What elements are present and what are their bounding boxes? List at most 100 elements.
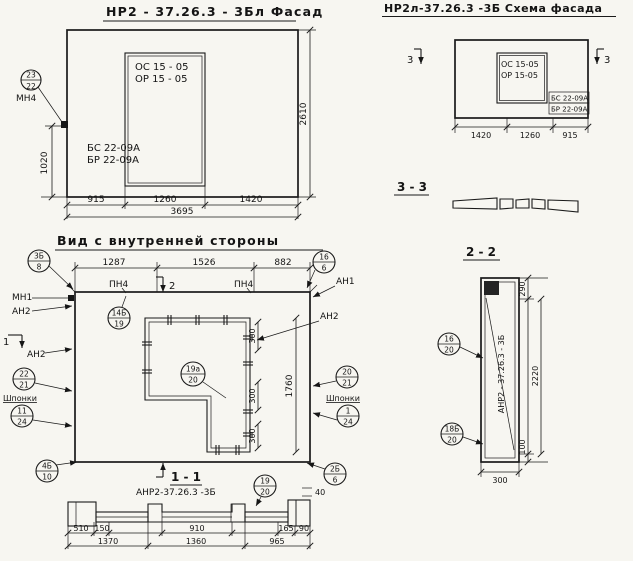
anchor-mark <box>68 295 74 301</box>
svg-text:22: 22 <box>19 370 29 379</box>
dim-90: 90 <box>299 524 309 533</box>
svg-text:21: 21 <box>19 381 29 390</box>
label-pn4-right: ПН4 <box>234 280 254 290</box>
dim-2220: 2220 <box>531 366 540 386</box>
svg-text:300: 300 <box>248 428 257 443</box>
inner-view-drawing: Вид с внутренней стороны 1287 1526 882 П… <box>3 233 360 486</box>
section-3-3-title: 3 - 3 <box>397 180 427 194</box>
svg-text:300: 300 <box>248 328 257 343</box>
balloon-16-6: 16 6 <box>306 250 336 289</box>
facade-title: НР2 - 37.26.3 - 3Бл Фасад <box>106 4 324 19</box>
svg-text:22: 22 <box>26 82 36 91</box>
cut-mark-2-bottom <box>156 463 166 478</box>
svg-text:23: 23 <box>26 71 36 80</box>
label-or: ОР 15-05 <box>501 71 538 80</box>
scheme-panel-outline <box>454 39 589 119</box>
inner-panel-outline <box>74 291 311 463</box>
svg-text:300: 300 <box>248 388 257 403</box>
label-br: БР 22-09А <box>87 155 139 166</box>
an2-1-leader <box>31 304 73 312</box>
svg-text:14Б: 14Б <box>112 309 127 318</box>
svg-text:20: 20 <box>444 346 454 355</box>
dim-1420: 1420 <box>471 131 491 140</box>
balloon-20-21: 20 21 <box>312 365 359 389</box>
dim-1260: 1260 <box>520 131 540 140</box>
dim-915: 915 <box>562 131 577 140</box>
section-3-3-part <box>547 199 579 213</box>
label-or: ОР 15 - 05 <box>135 74 188 85</box>
dim-1287: 1287 <box>103 258 126 268</box>
svg-text:3Б: 3Б <box>34 252 44 261</box>
svg-text:2: 2 <box>169 281 175 292</box>
an2-2-leader <box>44 347 73 354</box>
section-3-3-part <box>499 198 514 210</box>
section-2-2-dims-right: 290 2220 100 <box>518 274 548 466</box>
svg-text:1: 1 <box>3 337 9 348</box>
an1-leader <box>312 285 336 298</box>
facade-panel-outline <box>66 29 299 198</box>
section-2-2-dim-bottom: 300 <box>477 462 523 485</box>
svg-text:11: 11 <box>17 407 27 416</box>
inner-window-outline <box>144 317 251 453</box>
balloon-16-20: 16 20 <box>437 332 484 359</box>
inner-dims-300: 300 300 300 <box>248 318 262 452</box>
label-br: БР 22-09А <box>551 106 588 114</box>
facade-window-outline <box>124 52 206 187</box>
balloon-2b-6: 2Б 6 <box>306 462 347 486</box>
scheme-dims-bottom: 1420 1260 915 <box>451 118 592 140</box>
svg-text:18Б: 18Б <box>445 425 460 434</box>
cut-mark-3-right: 3 <box>594 48 610 66</box>
label-os: ОС 15 - 05 <box>135 62 188 73</box>
section-2-2-title: 2 - 2 <box>466 245 496 259</box>
facade-drawing: НР2 - 37.26.3 - 3Бл Фасад ОС 15 - 05 ОР … <box>16 4 324 221</box>
label-mn4: МН4 <box>16 94 37 104</box>
svg-text:24: 24 <box>343 418 353 427</box>
dim-882: 882 <box>274 258 291 268</box>
dim-150: 150 <box>94 524 109 533</box>
balloon-11-24: 11 24 <box>10 404 73 428</box>
dim-1260: 1260 <box>154 195 177 205</box>
section-2-2-inner <box>484 281 516 459</box>
section-2-2-head-block <box>484 281 499 295</box>
inner-dim-1760: 1760 <box>285 314 300 456</box>
svg-text:2Б: 2Б <box>330 465 340 474</box>
label-pn4-left: ПН4 <box>109 280 129 290</box>
inner-window-inner <box>148 321 247 449</box>
balloon-14b-19: 14Б 19 <box>107 295 131 330</box>
anchor-mark <box>61 121 68 128</box>
svg-text:10: 10 <box>42 473 52 482</box>
label-an2-2: АН2 <box>27 350 46 360</box>
section-2-2-label: АНР2 - 37.26.3 - 3Б <box>497 335 506 413</box>
label-an2-1: АН2 <box>12 307 31 317</box>
an2-3-leader <box>256 320 320 341</box>
svg-text:24: 24 <box>17 418 27 427</box>
corner-mark-left <box>67 284 76 293</box>
label-an2-3: АН2 <box>320 312 339 322</box>
section-2-2: 2 - 2 АНР2 - 37.26.3 - 3Б 290 2220 100 3 <box>437 245 548 485</box>
corner-mark-right <box>309 284 318 293</box>
balloon-22-21: 22 21 <box>12 367 73 393</box>
dim-1420: 1420 <box>240 195 263 205</box>
scheme-drawing: НР2л-37.26.3 -3Б Схема фасада ОС 15-05 О… <box>382 2 616 140</box>
svg-text:19а: 19а <box>186 365 200 374</box>
svg-text:16: 16 <box>444 335 454 344</box>
dim-1360: 1360 <box>186 537 206 546</box>
svg-text:1020: 1020 <box>40 151 50 174</box>
balloon-18b-20: 18Б 20 <box>440 422 484 446</box>
section-3-3-part <box>515 198 530 209</box>
scheme-title: НР2л-37.26.3 -3Б Схема фасада <box>384 2 602 15</box>
svg-text:21: 21 <box>342 379 352 388</box>
facade-window-inner <box>127 55 203 184</box>
dim-1370: 1370 <box>98 537 118 546</box>
facade-dim-right: 2610 <box>298 26 316 201</box>
dim-290: 290 <box>518 281 527 296</box>
label-an1: АН1 <box>336 277 355 287</box>
svg-text:20: 20 <box>188 376 198 385</box>
label-mn1: МН1 <box>12 293 32 303</box>
section-1-1-title: 1 - 1 <box>171 470 201 484</box>
cut-mark-2-top: 2 <box>156 276 175 292</box>
scheme-br-box <box>548 102 590 115</box>
section-2-2-outline <box>480 277 520 463</box>
label-os: ОС 15-05 <box>501 60 539 69</box>
